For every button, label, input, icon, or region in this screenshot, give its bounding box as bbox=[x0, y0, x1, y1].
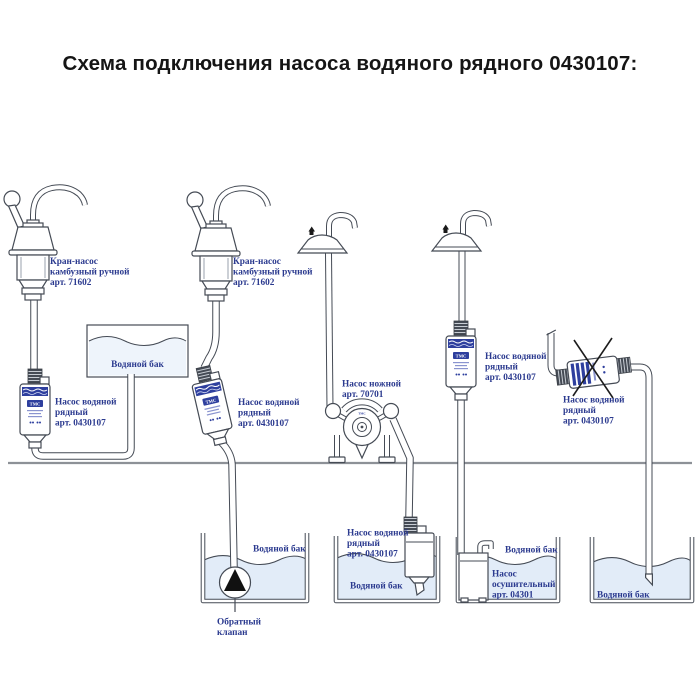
inline-pump-4 bbox=[445, 320, 477, 401]
pump4-label-line: рядный bbox=[485, 362, 519, 373]
faucet1-label-line: камбузный ручной bbox=[50, 267, 130, 278]
pump1-label-line: Насос водяной bbox=[55, 397, 117, 408]
pump-tab bbox=[416, 525, 427, 534]
label-band bbox=[570, 363, 577, 386]
pipe-faucet3-to-footpump bbox=[326, 252, 333, 410]
pump2-label-line: арт. 0430107 bbox=[238, 419, 289, 429]
tank3-pump-label-line: рядный bbox=[347, 538, 381, 549]
deck-faucet-4 bbox=[432, 213, 489, 251]
tank1-label: Водяной бак bbox=[111, 359, 164, 370]
pipe-pump2-to-checkvalve bbox=[219, 440, 237, 568]
brand-text: TMC bbox=[358, 412, 366, 416]
pipe-pump5-to-tank5 bbox=[631, 364, 652, 575]
pump-drum-inner bbox=[352, 417, 372, 437]
footpump-label-line: Насос ножной bbox=[342, 379, 402, 390]
pump5-label-line: Насос водяной bbox=[563, 395, 625, 406]
cross-out-mark bbox=[573, 339, 614, 399]
tank-water bbox=[204, 555, 306, 601]
hub-dot bbox=[360, 425, 364, 429]
pipe-tip-in-water bbox=[644, 573, 654, 587]
bilge-pump bbox=[458, 540, 494, 603]
tank-walls bbox=[590, 537, 694, 603]
pump5-label-line: арт. 0430107 bbox=[563, 417, 614, 427]
foot-pump-foot bbox=[328, 456, 346, 464]
tank5-label: Водяной бак bbox=[597, 590, 650, 601]
pump1-label-line: рядный bbox=[55, 407, 89, 418]
tank4-label: Водяной бак bbox=[505, 545, 558, 556]
pump4-label-line: Насос водяной bbox=[485, 351, 547, 362]
pump2-label-line: рядный bbox=[238, 408, 272, 419]
pump-nozzle bbox=[414, 582, 425, 597]
side-lobe bbox=[324, 402, 342, 420]
labels-layer: Кран-насос камбузный ручной арт. 71602 К… bbox=[50, 257, 650, 638]
faucet2-label-line: арт. 71602 bbox=[233, 278, 275, 288]
water-tank-closed bbox=[86, 324, 189, 378]
diagram-title: Схема подключения насоса водяного рядног… bbox=[62, 52, 638, 75]
bilge-outlet-elbow bbox=[478, 541, 493, 554]
faucet2-label-line: камбузный ручной bbox=[233, 267, 313, 278]
tank-water bbox=[593, 557, 691, 601]
inline-pump-2 bbox=[187, 363, 236, 448]
foot-pump: TMC bbox=[324, 398, 400, 464]
checkvalve-label-line: клапан bbox=[217, 628, 248, 638]
pipe-pump5-to-tank5 bbox=[631, 363, 653, 575]
inline-pump-horizontal bbox=[555, 355, 632, 389]
faucet2-label-line: Кран-насос bbox=[233, 257, 281, 267]
bilge-body bbox=[458, 552, 489, 601]
pump2-label-line: Насос водяной bbox=[238, 397, 300, 408]
pipe-pump1-to-tank1 bbox=[32, 374, 134, 459]
pump1-label-line: арт. 0430107 bbox=[55, 419, 106, 429]
submerged-inline-pump bbox=[403, 516, 435, 597]
pump5-label-line: рядный bbox=[563, 405, 597, 416]
tank3-pump-label-line: Насос водяной bbox=[347, 528, 409, 539]
bilge-foot bbox=[460, 597, 469, 603]
tank3-label: Водяной бак bbox=[350, 581, 403, 592]
faucet1-label-line: арт. 71602 bbox=[50, 278, 92, 288]
tank3-pump-label-line: арт. 0430107 bbox=[347, 550, 398, 560]
dot bbox=[602, 365, 605, 369]
pipe-footpump-to-tankpump bbox=[390, 417, 413, 519]
foot-pump-foot bbox=[378, 456, 396, 464]
pump-hub bbox=[357, 422, 367, 432]
pipe-faucet2-to-pump2 bbox=[201, 300, 219, 370]
cross-out-mark bbox=[572, 337, 613, 397]
label-band bbox=[575, 362, 582, 386]
inline-pump-1 bbox=[19, 368, 51, 449]
pipe-open-end-cut bbox=[546, 329, 557, 336]
bilge-label-line: арт. 04301 bbox=[492, 591, 534, 601]
pump-body bbox=[404, 532, 435, 578]
bilge-label-line: осушительный bbox=[492, 579, 556, 590]
pump-outlet-cone bbox=[407, 576, 431, 584]
pump4-label-line: арт. 0430107 bbox=[485, 373, 536, 383]
ribbed-hose-fitting bbox=[616, 356, 632, 375]
bilge-foot bbox=[478, 597, 487, 603]
tank-walls bbox=[334, 536, 440, 603]
faucet1-label-line: Кран-насос bbox=[50, 257, 98, 267]
tank-walls bbox=[456, 537, 560, 603]
dot bbox=[603, 371, 606, 374]
water-line bbox=[203, 555, 307, 565]
deck-faucet-3 bbox=[298, 215, 355, 253]
checkvalve-label-line: Обратный bbox=[217, 617, 262, 628]
rocker-yoke bbox=[342, 399, 382, 412]
footpump-label-line: арт. 70701 bbox=[342, 390, 384, 400]
valve-triangle bbox=[224, 569, 246, 591]
ribbed-hose-fitting bbox=[403, 516, 418, 533]
bilge-label-line: Насос bbox=[492, 570, 517, 580]
water-tank-open bbox=[589, 537, 695, 604]
check-valve-symbol bbox=[218, 566, 252, 612]
water-line bbox=[88, 336, 187, 346]
tank-water bbox=[89, 336, 186, 376]
tank-walls bbox=[201, 533, 309, 603]
tank2-label: Водяной бак bbox=[253, 544, 306, 555]
side-lobe bbox=[382, 402, 400, 420]
water-tank-open bbox=[200, 533, 310, 604]
